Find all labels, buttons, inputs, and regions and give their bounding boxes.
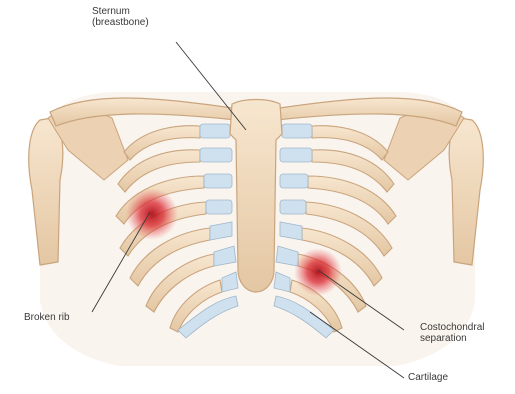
- broken-rib-injury: [126, 188, 178, 240]
- costochondral-label-line2: separation: [420, 333, 484, 344]
- costochondral-label: Costochondral separation: [420, 322, 484, 344]
- sternum-label-line1: Sternum: [92, 6, 149, 17]
- cartilage-label: Cartilage: [408, 372, 448, 383]
- broken-rib-label: Broken rib: [24, 312, 70, 323]
- sternum: [230, 100, 282, 293]
- sternum-label: Sternum (breastbone): [92, 6, 149, 28]
- cartilage-label-text: Cartilage: [408, 372, 448, 383]
- left-humerus: [29, 118, 63, 265]
- sternum-label-line2: (breastbone): [92, 17, 149, 28]
- broken-rib-label-text: Broken rib: [24, 312, 70, 323]
- costochondral-label-line1: Costochondral: [420, 322, 484, 333]
- costochondral-injury: [294, 248, 342, 296]
- right-humerus: [449, 118, 483, 265]
